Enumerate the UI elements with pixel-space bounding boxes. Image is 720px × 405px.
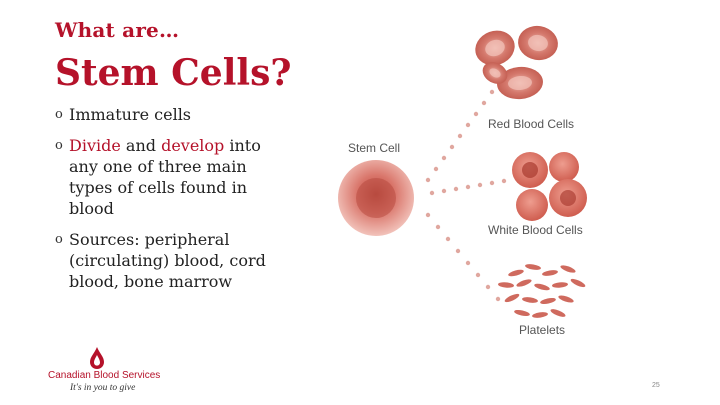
bullet-marker: o bbox=[55, 107, 63, 122]
diagram-graphic bbox=[338, 25, 587, 318]
bullet-item: o Divide and develop into any one of thr… bbox=[55, 135, 290, 219]
bullet-list: o Immature cells o Divide and develop in… bbox=[55, 104, 290, 302]
platelets-label: Platelets bbox=[519, 323, 566, 337]
white-blood-cells-label: White Blood Cells bbox=[488, 223, 583, 237]
blood-cell-diagram: Stem Cell Red Blood Cells White Blood Ce… bbox=[320, 15, 640, 350]
dotted-connectors bbox=[425, 78, 507, 302]
bullet-highlight-develop: develop bbox=[161, 136, 225, 155]
canadian-blood-services-logo: Canadian Blood Services It's in you to g… bbox=[48, 346, 161, 396]
stem-cell-label: Stem Cell bbox=[348, 141, 401, 155]
bullet-text: Immature cells bbox=[69, 105, 192, 124]
bullet-item: o Immature cells bbox=[55, 104, 290, 125]
stem-cell-icon bbox=[338, 160, 414, 236]
platelets-icon bbox=[498, 264, 586, 318]
logo-name: Canadian Blood Services bbox=[48, 370, 161, 381]
logo-tagline: It's in you to give bbox=[70, 383, 136, 393]
slide-title: Stem Cells? bbox=[55, 52, 292, 94]
slide-kicker: What are… bbox=[55, 18, 180, 42]
red-blood-cells-icon bbox=[475, 25, 558, 100]
page-number: 25 bbox=[652, 382, 660, 389]
red-blood-cells-label: Red Blood Cells bbox=[488, 117, 575, 131]
bullet-highlight-divide: Divide bbox=[69, 136, 121, 155]
white-blood-cells-icon bbox=[512, 152, 587, 221]
bullet-marker: o bbox=[55, 138, 63, 153]
bullet-marker: o bbox=[55, 232, 63, 247]
bullet-item: o Sources: peripheral (circulating) bloo… bbox=[55, 229, 290, 292]
bullet-text: Sources: peripheral (circulating) blood,… bbox=[69, 230, 266, 291]
bullet-text: and bbox=[120, 136, 162, 155]
blood-drop-icon bbox=[90, 347, 104, 369]
bullet-text: into any one of three main types of cell… bbox=[69, 136, 261, 218]
